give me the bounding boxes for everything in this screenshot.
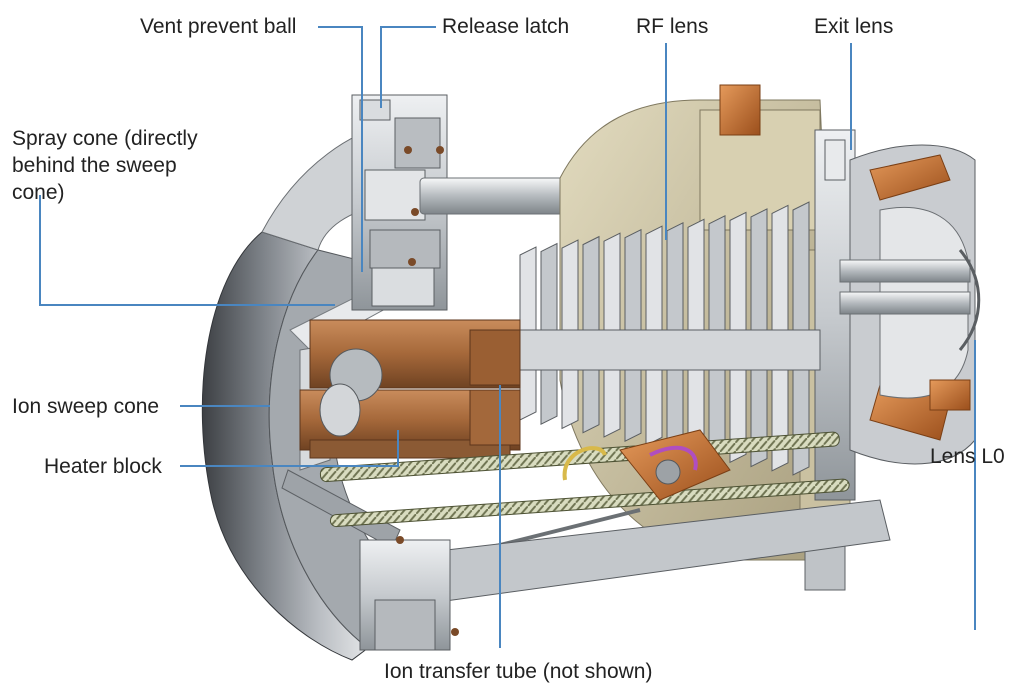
leader-heater-block [180, 430, 399, 467]
leader-vent-prevent-ball [318, 26, 363, 272]
label-spray-cone: Spray cone (directly behind the sweep co… [12, 127, 198, 204]
label-ion-transfer-tube: Ion transfer tube (not shown) [384, 660, 653, 683]
label-exit-lens: Exit lens [814, 15, 894, 38]
label-ion-sweep-cone: Ion sweep cone [12, 395, 160, 418]
rf-lens-fins [509, 201, 821, 476]
leader-lines [39, 26, 976, 648]
label-rf-lens: RF lens [636, 15, 709, 38]
label-vent-prevent-ball: Vent prevent ball [140, 15, 297, 38]
rf-lens-core [509, 329, 821, 371]
leader-release-latch [380, 26, 436, 108]
label-release-latch: Release latch [442, 15, 570, 38]
ion-transfer-tube [469, 329, 521, 446]
release-latch-assembly [351, 94, 448, 311]
lens-l0-assembly [839, 144, 981, 465]
lower-frame [359, 499, 891, 651]
lower-connector [562, 429, 731, 501]
label-lens-l0: Lens L0 [930, 445, 1005, 468]
label-heater-block: Heater block [44, 455, 162, 478]
leader-spray-cone [39, 195, 335, 306]
